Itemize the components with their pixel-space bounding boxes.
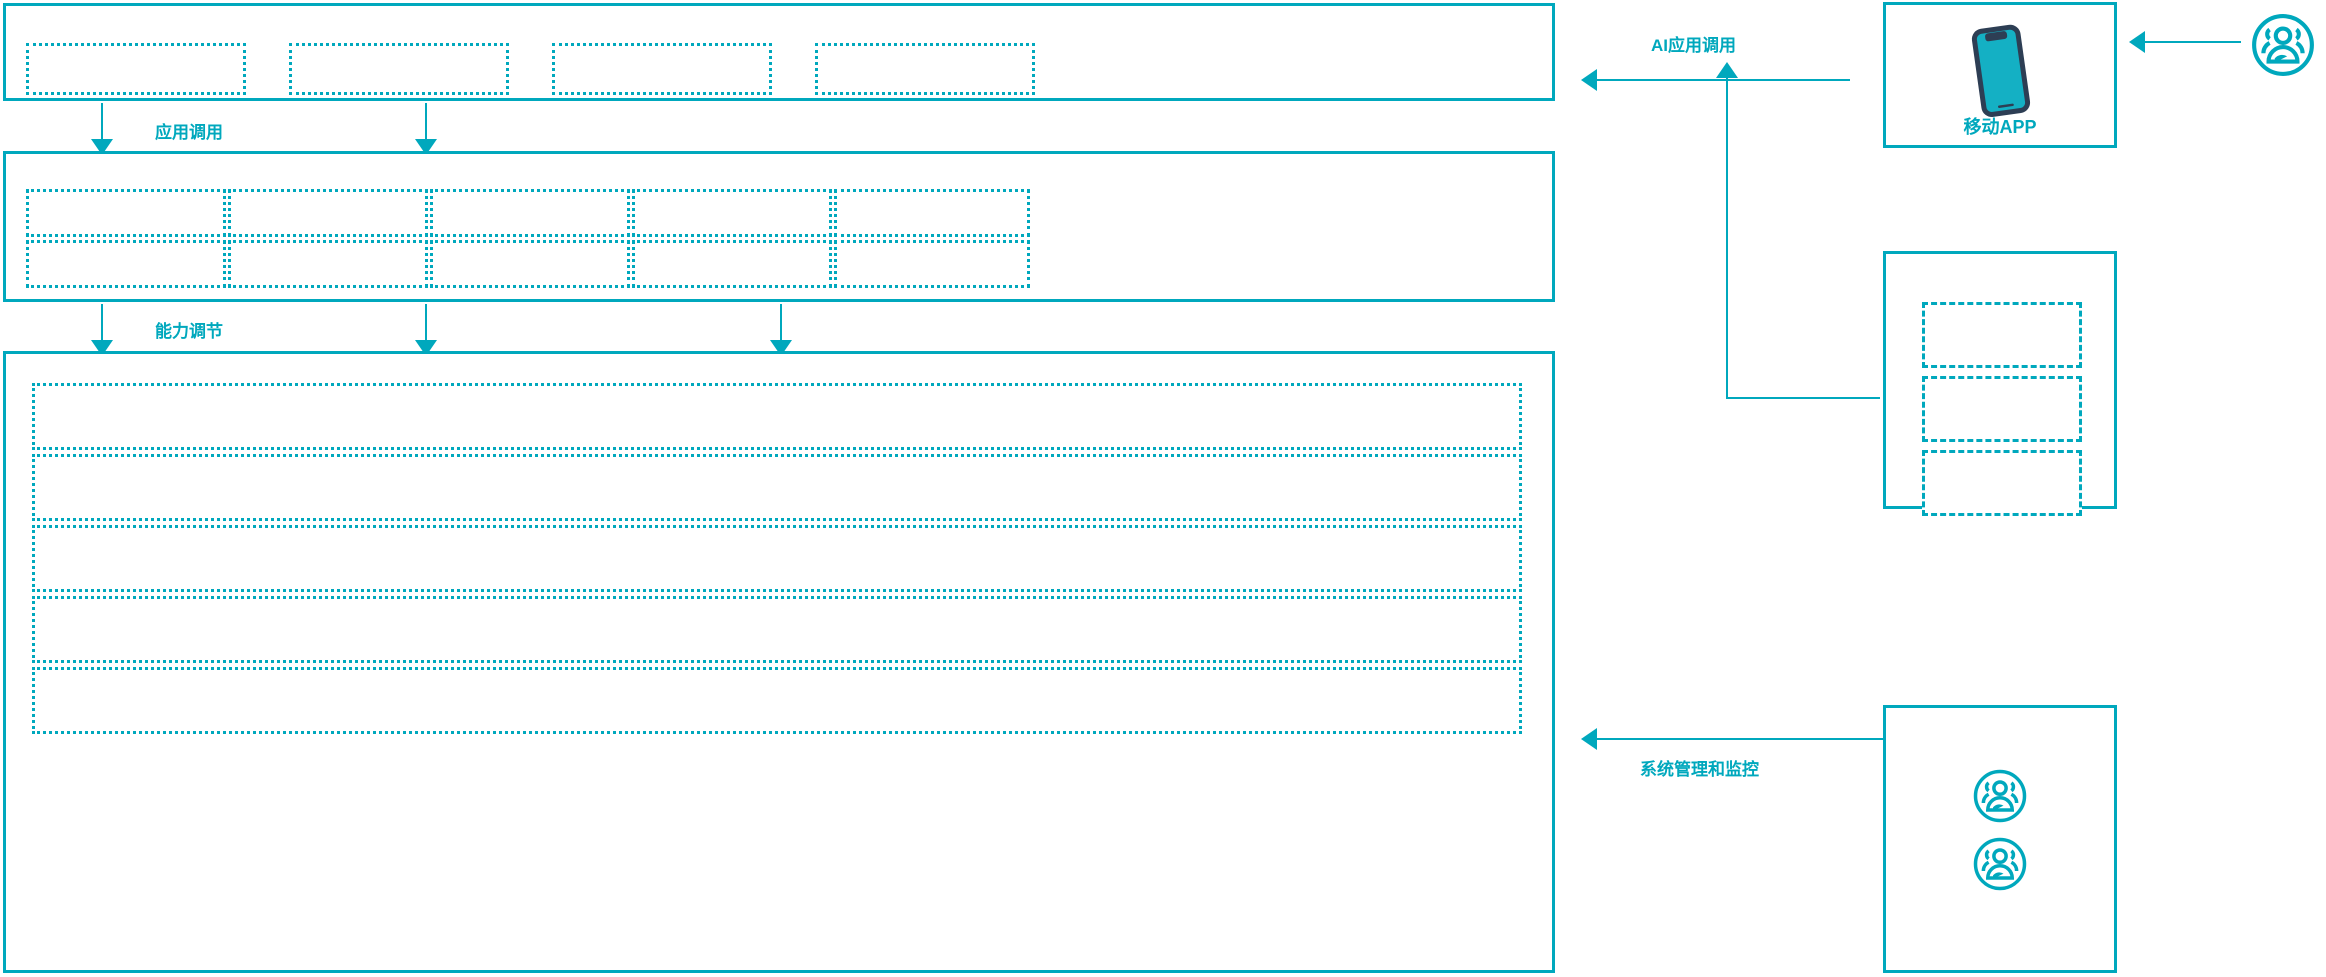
ai-app-invoke-riser-line <box>1726 78 1728 398</box>
system-manage-monitor-arrow <box>1581 728 1597 750</box>
app-invoke-connector-line-1 <box>101 103 103 141</box>
capability-adjust-connector-line-1 <box>101 304 103 342</box>
platform-layer-panel[interactable] <box>3 351 1555 973</box>
secondary-channel-panel[interactable] <box>1883 251 2117 516</box>
capability-layer-box-6[interactable] <box>26 240 226 288</box>
external-user-actor[interactable] <box>2250 12 2316 78</box>
platform-layer-row-3[interactable] <box>32 525 1522 592</box>
operations-panel[interactable] <box>1883 705 2117 973</box>
capability-adjust-connector-line-3 <box>780 304 782 342</box>
ai-app-invoke-line <box>1597 79 1850 81</box>
mobile-app-panel[interactable]: 移动APP <box>1883 2 2117 148</box>
secondary-channel-box-1[interactable] <box>1922 302 2082 368</box>
external-user-connector-arrow <box>2129 31 2145 53</box>
capability-layer-box-1[interactable] <box>26 189 226 237</box>
ai-app-invoke-riser-arrow <box>1716 62 1738 78</box>
ai-app-invoke-arrow <box>1581 69 1597 91</box>
capability-layer-box-4[interactable] <box>632 189 832 237</box>
capability-adjust-connector-line-2 <box>425 304 427 342</box>
secondary-channel-box-3[interactable] <box>1922 450 2082 516</box>
users-icon <box>1973 769 2027 823</box>
capability-layer-box-8[interactable] <box>430 240 630 288</box>
app-invoke-connector-line-2 <box>425 103 427 141</box>
application-layer-box-4[interactable] <box>815 43 1035 95</box>
application-layer-panel[interactable] <box>3 3 1555 101</box>
capability-layer-box-9[interactable] <box>632 240 832 288</box>
platform-layer-row-4[interactable] <box>32 596 1522 663</box>
application-layer-box-1[interactable] <box>26 43 246 95</box>
capability-layer-box-2[interactable] <box>228 189 428 237</box>
system-manage-monitor-line <box>1597 738 1883 740</box>
capability-adjust-label: 能力调节 <box>155 322 223 341</box>
users-icon <box>2252 14 2314 76</box>
mobile-app-caption: 移动APP <box>1963 117 2037 137</box>
platform-layer-row-5[interactable] <box>32 667 1522 734</box>
application-layer-box-2[interactable] <box>289 43 509 95</box>
app-invoke-label: 应用调用 <box>155 123 223 142</box>
users-icon <box>1973 837 2027 891</box>
capability-layer-box-5[interactable] <box>834 189 1030 237</box>
capability-layer-panel[interactable] <box>3 151 1555 302</box>
ai-app-invoke-riser-join <box>1726 397 1880 399</box>
external-user-connector-line <box>2145 41 2241 43</box>
capability-layer-box-10[interactable] <box>834 240 1030 288</box>
platform-layer-row-2[interactable] <box>32 454 1522 521</box>
operations-panel-icon-1[interactable] <box>1972 768 2028 824</box>
ai-app-invoke-label: AI应用调用 <box>1651 36 1736 55</box>
smartphone-icon <box>1953 21 2047 121</box>
capability-layer-box-3[interactable] <box>430 189 630 237</box>
operations-panel-icon-2[interactable] <box>1972 836 2028 892</box>
secondary-channel-box-2[interactable] <box>1922 376 2082 442</box>
platform-layer-row-1[interactable] <box>32 383 1522 450</box>
system-manage-monitor-label: 系统管理和监控 <box>1640 760 1759 779</box>
application-layer-box-3[interactable] <box>552 43 772 95</box>
capability-layer-box-7[interactable] <box>228 240 428 288</box>
